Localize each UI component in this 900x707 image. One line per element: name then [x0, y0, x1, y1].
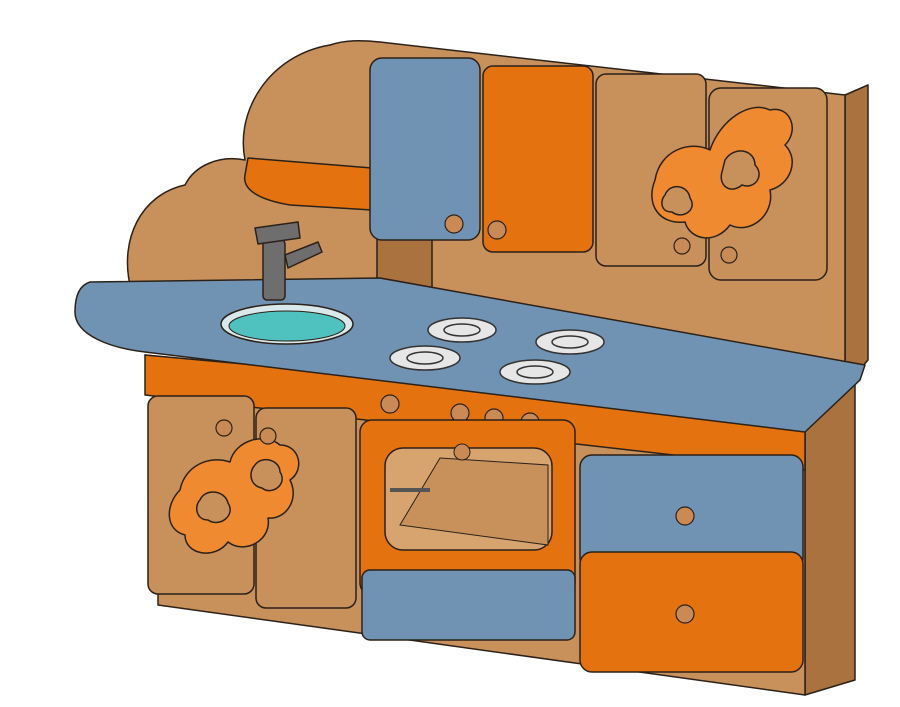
drawer-knobs — [675, 506, 695, 624]
upper-door-blue — [369, 57, 481, 241]
sink-basin — [228, 310, 346, 342]
upper-knobs — [444, 214, 738, 264]
flower-cutout — [195, 491, 231, 524]
oven-interior — [399, 457, 549, 546]
upper-door-orange — [482, 65, 594, 253]
flower-cutout — [661, 186, 693, 216]
flower-cutout — [720, 150, 760, 190]
oven-knob — [453, 443, 471, 461]
flower-cutout — [250, 458, 283, 492]
oven-rack — [390, 488, 430, 492]
orange-shelf — [244, 157, 373, 211]
faucet — [254, 221, 323, 301]
bottom-blue-panel — [361, 569, 576, 641]
lower-door-knobs — [215, 419, 277, 445]
burners — [389, 317, 605, 385]
